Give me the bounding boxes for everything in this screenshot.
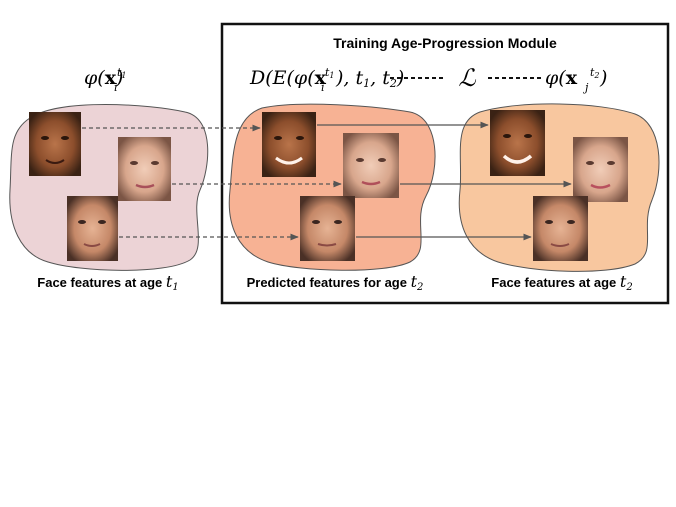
svg-text:i: i (321, 81, 325, 94)
svg-text:D(E(φ(x: D(E(φ(x (249, 67, 327, 89)
face-3-predicted (300, 196, 355, 261)
caption-target: Face features at age t2 (491, 272, 632, 293)
svg-text:t1: t1 (117, 66, 127, 80)
face-2-source (118, 137, 171, 201)
svg-text:j: j (582, 81, 589, 94)
face-1-source (29, 112, 81, 176)
face-2-predicted (343, 133, 399, 198)
svg-text:t2: t2 (590, 66, 600, 80)
svg-text:): ) (599, 67, 607, 89)
module-title: Training Age-Progression Module (333, 35, 557, 51)
formula-right: φ(x t2 j ) (545, 66, 607, 94)
formula-middle: D(E(φ(x t1 i ), t1, t2) (249, 66, 404, 94)
face-3-target (533, 196, 588, 261)
svg-text:i: i (114, 81, 118, 94)
face-3-source (67, 196, 118, 261)
caption-predicted: Predicted features for age t2 (247, 272, 424, 293)
svg-text:φ(x): φ(x) (84, 67, 123, 89)
face-1-target (490, 110, 545, 176)
loss-symbol: ℒ (458, 64, 476, 92)
module-frame (220, 22, 670, 305)
caption-source: Face features at age t1 (37, 272, 178, 293)
svg-text:φ(x: φ(x (545, 67, 578, 89)
formula-left: φ(x) t1 i (84, 66, 127, 94)
face-2-target (573, 137, 628, 202)
svg-text:t1: t1 (325, 66, 335, 80)
face-1-predicted (262, 112, 316, 177)
